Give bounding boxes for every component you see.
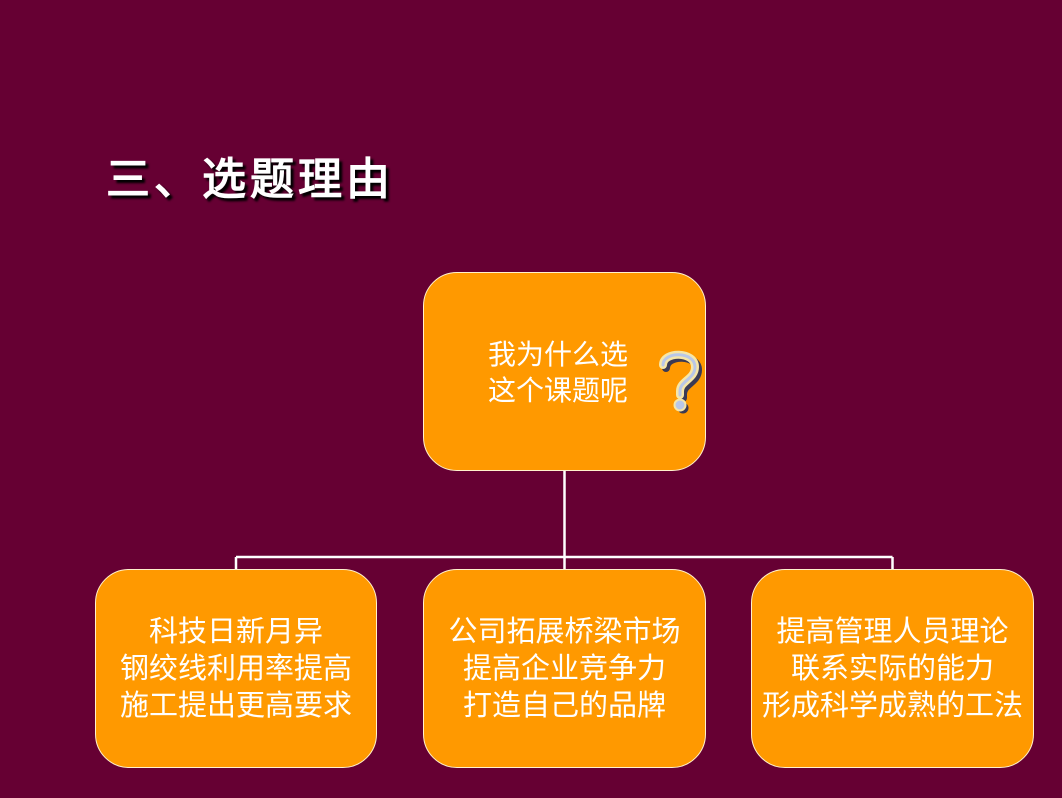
child-node-tech: 科技日新月异 钢绞线利用率提高 施工提出更高要求 [95, 569, 377, 768]
child-node-management: 提高管理人员理论 联系实际的能力 形成科学成熟的工法 [751, 569, 1034, 768]
child-node-line: 联系实际的能力 [790, 651, 994, 685]
page-title: 三、选题理由 [106, 154, 394, 205]
child-node-line: 提高企业竞争力 [462, 651, 666, 685]
child-node-line: 打造自己的品牌 [462, 688, 666, 722]
child-node-line: 提高管理人员理论 [776, 614, 1009, 648]
root-node-text: 我为什么选 这个课题呢 [488, 337, 628, 409]
root-node: 我为什么选 这个课题呢 [423, 272, 706, 471]
child-node-line: 钢绞线利用率提高 [119, 651, 352, 685]
child-node-line: 施工提出更高要求 [119, 688, 352, 722]
root-node-line: 这个课题呢 [488, 374, 629, 407]
child-node-line: 形成科学成熟的工法 [761, 688, 1023, 722]
child-node-line: 科技日新月异 [148, 614, 323, 648]
root-node-line: 我为什么选 [488, 338, 629, 371]
question-mark-icon [659, 350, 703, 414]
child-node-market: 公司拓展桥梁市场 提高企业竞争力 打造自己的品牌 [423, 569, 706, 768]
child-node-line: 公司拓展桥梁市场 [448, 614, 681, 648]
